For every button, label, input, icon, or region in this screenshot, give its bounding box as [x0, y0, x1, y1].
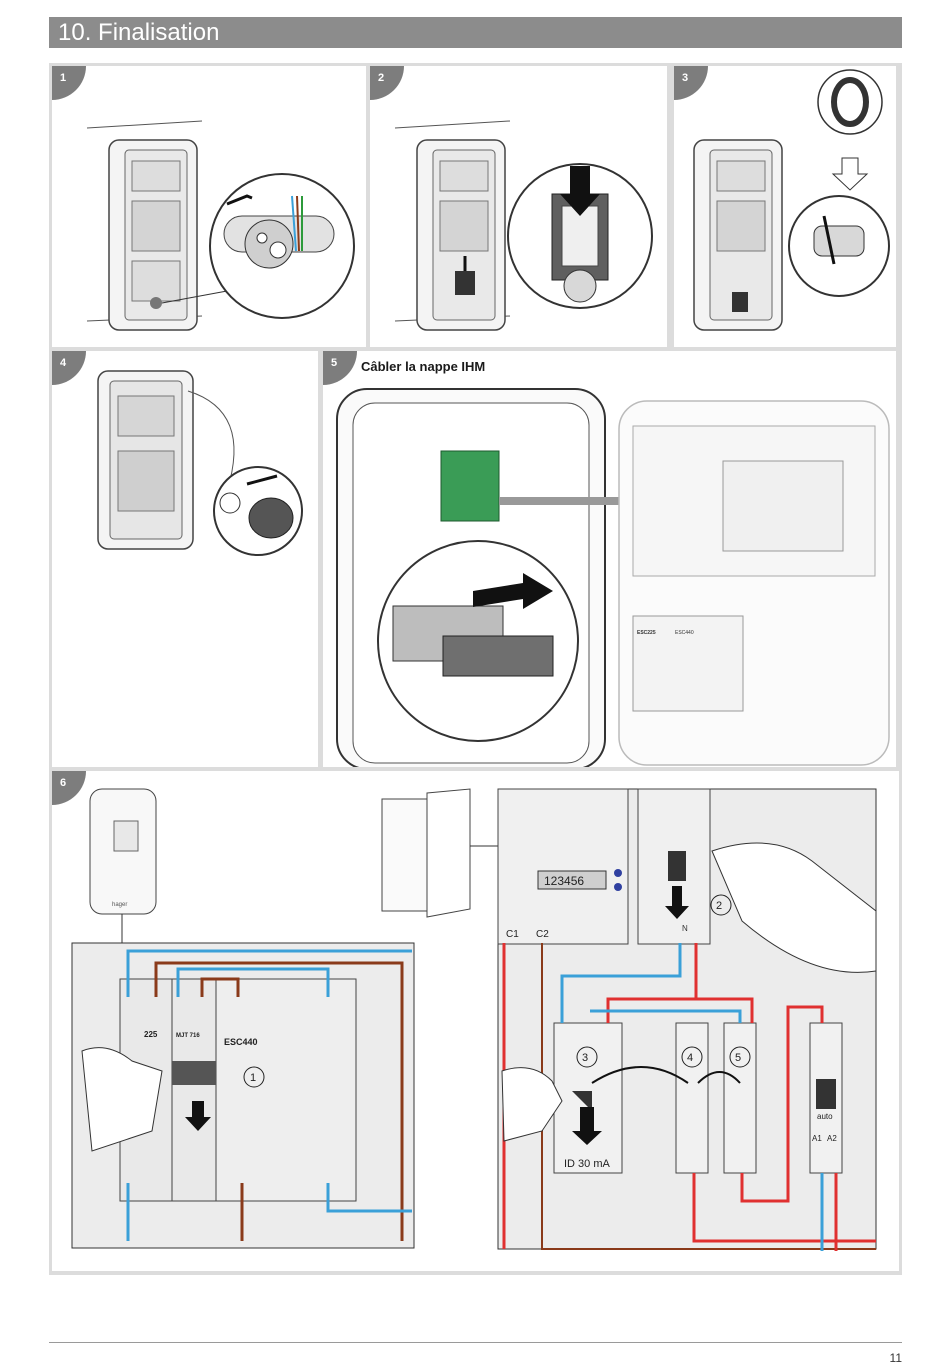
step-2-panel: 2 — [370, 66, 667, 347]
step-1-badge: 1 — [52, 66, 86, 100]
marker-4: 4 — [687, 1052, 693, 1064]
device-label-esc440: ESC440 — [224, 1037, 258, 1047]
switch-mode: auto — [817, 1112, 833, 1121]
step-3-panel: 3 — [674, 66, 896, 347]
device-label-225: 225 — [144, 1030, 158, 1039]
steps-frame: 1 2 — [49, 63, 902, 1275]
rcd-label: ID 30 mA — [564, 1158, 611, 1170]
step-2-illustration — [394, 120, 653, 331]
step-3-illustration — [693, 69, 890, 331]
page-title: 10. Finalisation — [49, 17, 902, 48]
contact-c1: C1 — [506, 929, 519, 940]
step-1-panel: 1 — [52, 66, 366, 347]
step-4-panel: 4 — [52, 351, 318, 767]
step-5-panel: 5 Câbler la nappe IHM ESC225 ESC440 — [323, 351, 896, 767]
page-number: 11 — [889, 1351, 902, 1365]
step-5-title: Câbler la nappe IHM — [361, 359, 486, 374]
brand-label: hager — [112, 902, 127, 908]
svg-text:ESC440: ESC440 — [675, 630, 694, 636]
step-1-illustration — [86, 120, 355, 331]
step-6-illustration: hager 225 MJT 716 ESC440 1 — [71, 788, 877, 1251]
terminal-a1: A1 — [812, 1134, 822, 1143]
device-label-mjt716: MJT 716 — [176, 1033, 200, 1039]
meter-display: 123456 — [544, 874, 584, 888]
step-5-illustration: ESC225 ESC440 — [336, 388, 890, 767]
contact-c2: C2 — [536, 929, 549, 940]
step-4-illustration — [97, 370, 303, 556]
terminal-a2: A2 — [827, 1134, 837, 1143]
step-6-panel: 6 hager 225 MJT 716 ESC440 1 — [52, 771, 899, 1271]
marker-1: 1 — [250, 1072, 256, 1084]
marker-2: 2 — [716, 900, 722, 912]
footer-rule — [49, 1342, 902, 1343]
svg-text:ESC225: ESC225 — [637, 630, 656, 636]
marker-5: 5 — [735, 1052, 741, 1064]
neutral-label: N — [682, 924, 688, 933]
marker-3: 3 — [582, 1052, 588, 1064]
